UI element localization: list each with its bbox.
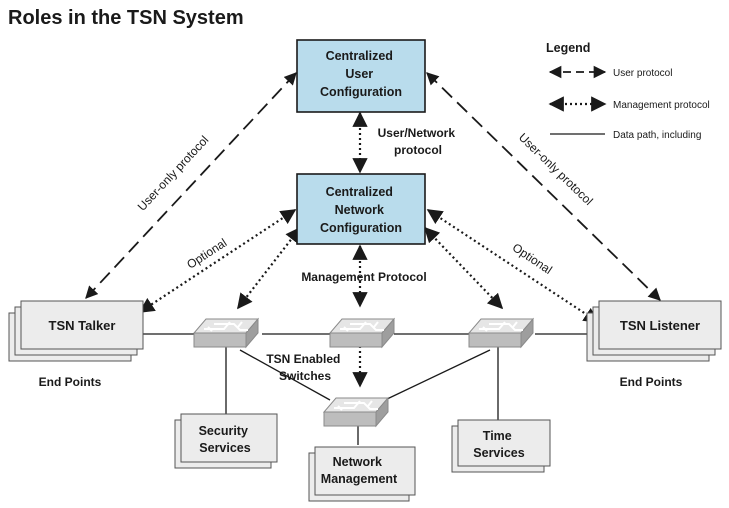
cnc-label-line3: Configuration	[320, 221, 402, 235]
legend-user-protocol-label: User protocol	[613, 68, 672, 79]
cnc-switch1-arrow	[237, 226, 301, 310]
tsn-talker-box: TSN Talker	[8, 300, 144, 362]
network-mgmt-label-line2: Management	[321, 472, 398, 486]
optional-left-label: Optional	[184, 236, 229, 272]
user-only-protocol-left-label: User-only protocol	[135, 133, 212, 214]
centralized-user-configuration-box: Centralized User Configuration	[296, 39, 426, 113]
data-path-lines	[140, 333, 597, 445]
user-protocol-right-arrow	[426, 72, 661, 301]
network-mgmt-label-line1: Network	[333, 455, 382, 469]
time-services-box: Time Services	[451, 419, 551, 473]
centralized-network-configuration-box: Centralized Network Configuration	[296, 173, 426, 245]
cnc-switch3-arrow	[423, 226, 504, 310]
legend: Legend User protocol Management protocol…	[546, 41, 710, 141]
svg-text:Network Management: Network Management	[321, 455, 398, 486]
user-only-protocol-right-label: User-only protocol	[516, 130, 596, 208]
optional-talker-arrow	[138, 209, 297, 313]
optional-listener-arrow	[426, 209, 600, 323]
cnc-label-line1: Centralized	[326, 185, 393, 199]
time-label-line1: Time	[483, 429, 512, 443]
cuc-label-line2: User	[345, 67, 373, 81]
tsn-switch-3-icon	[468, 318, 534, 348]
tsn-listener-label: TSN Listener	[620, 318, 700, 333]
security-label-line2: Services	[199, 441, 250, 455]
cuc-label-line1: Centralized	[326, 49, 393, 63]
tsn-switch-2-icon	[329, 318, 395, 348]
tsn-switches	[193, 318, 534, 427]
cnc-label-line2: Network	[335, 203, 384, 217]
data-link-switch1-switch4	[239, 349, 331, 401]
svg-text:Centralized Network: Centralized Network Configuration	[320, 185, 402, 235]
time-label-line2: Services	[473, 446, 524, 460]
user-protocol-left-arrow	[85, 72, 297, 299]
data-link-switch3-switch4	[384, 349, 491, 401]
tsn-listener-box: TSN Listener	[586, 300, 722, 362]
optional-right-label: Optional	[510, 240, 555, 277]
cuc-label-line3: Configuration	[320, 85, 402, 99]
tsn-switch-4-icon	[323, 397, 389, 427]
management-protocol-label: Management Protocol	[301, 270, 426, 284]
legend-management-protocol-label: Management protocol	[613, 100, 710, 111]
tsn-talker-label: TSN Talker	[49, 318, 116, 333]
tsn-switch-1-icon	[193, 318, 259, 348]
end-points-left-label: End Points	[39, 375, 102, 389]
user-protocol-lines	[85, 72, 661, 301]
page-title: Roles in the TSN System	[8, 7, 244, 29]
tsn-enabled-switches-label: TSN Enabled Switches	[266, 352, 343, 383]
svg-text:Centralized User C: Centralized User Configuration	[320, 49, 402, 99]
user-network-protocol-label: User/Network protocol	[378, 126, 459, 157]
end-points-right-label: End Points	[620, 375, 683, 389]
network-management-box: Network Management	[308, 446, 416, 502]
legend-heading: Legend	[546, 41, 590, 55]
svg-text:Security Services: Security Services	[199, 424, 252, 455]
security-services-box: Security Services	[174, 413, 278, 469]
svg-text:Time Services: Time Services	[473, 429, 524, 460]
security-label-line1: Security	[199, 424, 248, 438]
legend-data-path-label: Data path, including	[613, 130, 701, 141]
management-protocol-lines	[138, 111, 600, 388]
